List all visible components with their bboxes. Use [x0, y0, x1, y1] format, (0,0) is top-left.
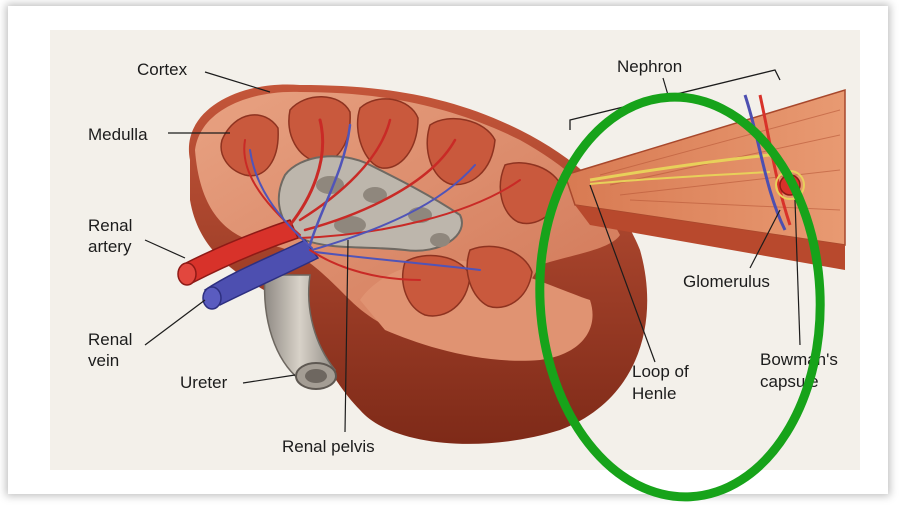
label-medulla: Medulla — [88, 125, 148, 144]
label-renal-pelvis: Renal pelvis — [282, 437, 375, 456]
label-ureter: Ureter — [180, 373, 228, 392]
label-glomerulus: Glomerulus — [683, 272, 770, 291]
label-nephron: Nephron — [617, 57, 682, 76]
label-renal-vein-line1: Renal — [88, 330, 132, 349]
label-renal-artery-line1: Renal — [88, 216, 132, 235]
label-renal-artery-line2: artery — [88, 237, 132, 256]
label-bowmans-capsule-line1: Bowman's — [760, 350, 838, 369]
label-renal-vein-line2: vein — [88, 351, 119, 370]
label-loop-of-henle-line1: Loop of — [632, 362, 689, 381]
label-loop-of-henle-line2: Henle — [632, 384, 676, 403]
label-cortex: Cortex — [137, 60, 188, 79]
